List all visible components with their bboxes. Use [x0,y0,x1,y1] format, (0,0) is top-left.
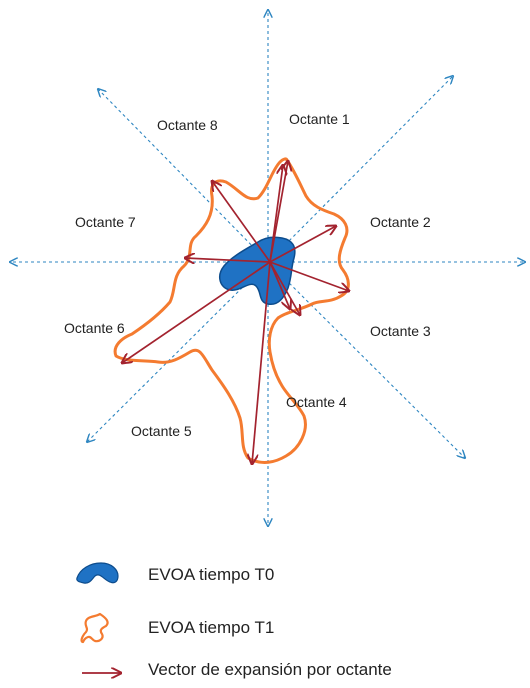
octant-label-7: Octante 7 [75,214,136,230]
octant-label-2: Octante 2 [370,214,431,230]
octant-labels: Octante 1 Octante 2 Octante 3 Octante 4 … [64,111,431,439]
octant-label-3: Octante 3 [370,323,431,339]
evoa-t1-outline [113,157,350,464]
vector-octant-2 [269,226,336,263]
vector-octant-6 [122,261,271,363]
axes [10,10,525,526]
vector-octant-3 [269,261,349,291]
vector-octant-5 [252,261,271,464]
octant-label-1: Octante 1 [289,111,350,127]
legend-t1-icon [80,612,109,644]
vector-octant-1b [269,165,283,263]
octant-label-4: Octante 4 [286,394,347,410]
octant-label-6: Octante 6 [64,320,125,336]
legend-symbols [76,562,121,673]
octant-label-8: Octante 8 [157,117,218,133]
axis-diagonal-ne [267,76,453,263]
legend-vector-label: Vector de expansión por octante [148,660,392,679]
vector-octant-4 [269,261,290,309]
expansion-vectors [122,161,349,464]
legend-t1-label: EVOA tiempo T1 [148,618,275,637]
legend-t0-label: EVOA tiempo T0 [148,565,275,584]
axis-diagonal-se [267,261,465,458]
vector-octant-7 [185,258,271,262]
octant-label-5: Octante 5 [131,423,192,439]
axis-diagonal-nw [98,89,269,263]
legend-t0-icon [76,562,119,584]
axis-diagonal-sw [87,261,269,442]
vector-octant-8 [212,181,271,263]
vector-octant-3b [269,261,300,315]
